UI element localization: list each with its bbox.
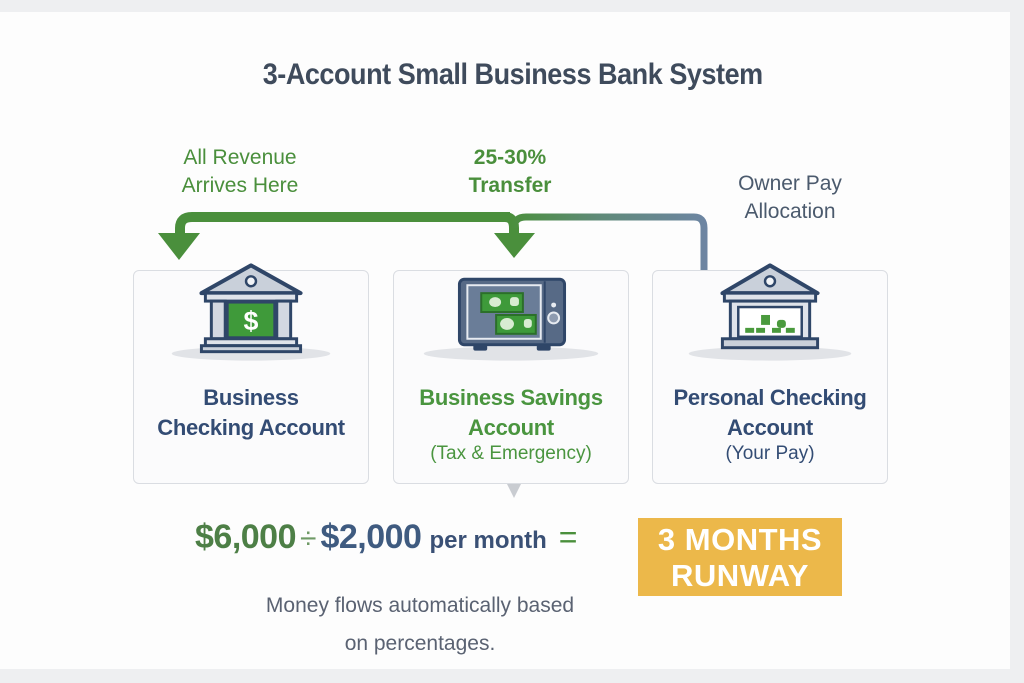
transfer-label-line2: Transfer [468,174,552,197]
business-checking-card: $ Business Checking Account [133,263,369,484]
business-savings-card: Business Savings Account (Tax & Emergenc… [393,270,629,484]
owner-pay-label-line1: Owner Pay [738,172,842,195]
account-name-line2: Account [727,415,813,440]
transfer-label-line1: 25-30% [473,146,547,169]
revenue-flow-label: All Revenue Arrives Here [150,144,330,200]
bank-dollar-icon: $ [171,263,331,361]
savings-callout-pointer-icon [507,484,521,498]
page-title: 3-Account Small Business Bank System [262,58,763,91]
equals-symbol: = [558,519,578,555]
bank-growth-icon [688,263,852,361]
runway-result-badge: 3 MONTHS RUNWAY [638,518,842,596]
account-name: Business Savings Account [394,383,628,443]
runway-line2: RUNWAY [671,558,809,593]
savings-amount: $6,000 [195,518,297,556]
account-subtitle: (Your Pay) [725,443,815,464]
svg-text:$: $ [244,306,259,336]
account-subtitle: (Tax & Emergency) [430,443,592,464]
safe-cash-icon [423,277,599,361]
transfer-flow-label: 25-30% Transfer [430,144,590,200]
caption: Money flows automatically based on perce… [210,587,630,663]
divide-symbol: ÷ [300,522,317,555]
account-name: Personal Checking Account [653,383,887,443]
runway-equation: $6,000 ÷ $2,000 per month = [195,518,577,558]
account-name-line1: Personal Checking [673,385,867,410]
account-name-line1: Business [203,385,299,410]
account-name-line2: Account [468,415,554,440]
owner-pay-label-line2: Allocation [744,200,836,223]
per-month-label: per month [429,527,547,554]
runway-line1: 3 MONTHS [657,522,823,557]
account-name: Business Checking Account [134,383,368,443]
revenue-label-line2: Arrives Here [181,174,299,197]
personal-checking-card: Personal Checking Account (Your Pay) [652,263,888,484]
caption-line1: Money flows automatically based [265,594,575,617]
caption-line2: on percentages. [344,632,496,655]
owner-pay-flow-label: Owner Pay Allocation [700,170,880,226]
revenue-label-line1: All Revenue [183,146,297,169]
account-name-line1: Business Savings [419,385,603,410]
monthly-expense-amount: $2,000 [320,518,422,556]
account-name-line2: Checking Account [157,415,345,440]
